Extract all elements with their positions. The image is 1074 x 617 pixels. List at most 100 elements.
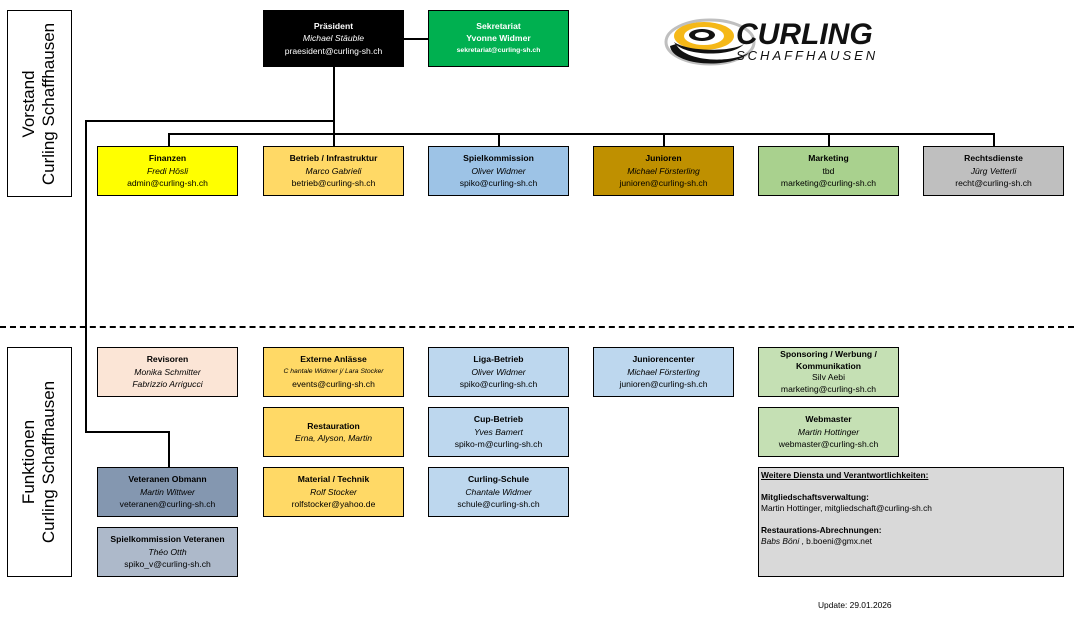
role-title: Material / Technik [297,474,370,485]
role-title: Webmaster [805,414,852,425]
email: junioren@curling-sh.ch [619,379,708,390]
role-title: Veteranen Obmann [128,474,207,485]
box-sponsoring: Sponsoring / Werbung / Kommunikation Sil… [758,347,899,397]
email: events@curling-sh.ch [292,379,375,390]
connector-left-vertical [85,120,87,432]
weitere-heading: Weitere Diensta und Verantwortlichkeiten… [761,470,929,480]
box-cup-betrieb: Cup-Betrieb Yves Bamert spiko-m@curling-… [428,407,569,457]
person-name: Silv Aebi [812,372,845,382]
box-veteranen-obmann: Veteranen Obmann Martin Wittwer veterane… [97,467,238,517]
box-sekretariat: Sekretariat Yvonne Widmer sekretariat@cu… [428,10,569,67]
role-title: Cup-Betrieb [473,414,524,425]
box-finanzen: Finanzen Fredi Hösli admin@curling-sh.ch [97,146,238,196]
role-title: Revisoren [146,354,189,365]
funktionen-label-line2: Curling Schaffhausen [39,380,59,544]
person-name: Michael Försterling [627,366,700,377]
box-rechtsdienste: Rechtsdienste Jürg Vetterli recht@curlin… [923,146,1064,196]
email: marketing@curling-sh.ch [780,383,877,394]
box-material-technik: Material / Technik Rolf Stocker rolfstoc… [263,467,404,517]
restaurations-email: , b.boeni@gmx.net [799,536,872,546]
role-title: Rechtsdienste [964,153,1023,164]
email: marketing@curling-sh.ch [780,178,877,189]
box-spielkommission: Spielkommission Oliver Widmer spiko@curl… [428,146,569,196]
update-date: Update: 29.01.2026 [818,600,892,610]
mitglied-label: Mitgliedschaftsverwaltung: [761,492,869,502]
role-title: Externe Anlässe [300,354,367,365]
person-name: Yves Bamert [474,426,523,437]
email: veteranen@curling-sh.ch [119,499,216,510]
role-title: Liga-Betrieb [473,354,524,365]
box-curling-schule: Curling-Schule Chantale Widmer schule@cu… [428,467,569,517]
person-name: Martin Wittwer [140,486,195,497]
person-name: Monika Schmitter [134,366,201,377]
box-revisoren: Revisoren Monika Schmitter Fabrizzio Arr… [97,347,238,397]
person-name: Yvonne Widmer [466,33,531,44]
email: praesident@curling-sh.ch [284,45,383,56]
person-name: Jürg Vetterli [970,165,1017,176]
connector-drop-spiko [498,133,500,147]
role-title: Marketing [808,153,849,164]
connector-drop-junioren [663,133,665,147]
connector-drop-finanzen [168,133,170,147]
person-name: Martin Hottinger [797,426,860,437]
email: recht@curling-sh.ch [955,178,1032,189]
role-title: Sponsoring / Werbung / Kommunikation [780,349,877,371]
box-marketing: Marketing tbd marketing@curling-sh.ch [758,146,899,196]
email: spiko@curling-sh.ch [459,379,538,390]
email: spiko-m@curling-sh.ch [454,439,543,450]
role-title: Betrieb / Infrastruktur [289,153,378,164]
connector-left-branch [85,120,334,122]
role-title: Spielkommission Veteranen [110,534,225,545]
mitglied-value: Martin Hottinger, mitgliedschaft@curling… [761,503,932,513]
curling-stone-swirl-icon: CURLING SCHAFFHAUSEN [664,18,878,66]
person-name: Erna, Alyson, Martin [294,433,373,443]
person-name: Théo Otth [148,546,187,557]
logo-word: CURLING [736,18,873,51]
curling-schaffhausen-logo: CURLING SCHAFFHAUSEN [662,8,897,70]
email: betrieb@curling-sh.ch [291,178,376,189]
restaurations-name: Babs Böni [761,536,800,546]
person-name: tbd [822,165,835,176]
person-name: Rolf Stocker [310,486,357,497]
role-title: Juniorencenter [632,354,695,365]
connector-drop-recht [993,133,995,147]
person-name-2: Fabrizzio Arrigucci [132,379,203,390]
box-webmaster: Webmaster Martin Hottinger webmaster@cur… [758,407,899,457]
email: rolfstocker@yahoo.de [291,499,376,510]
box-praesident: Präsident Michael Stäuble praesident@cur… [263,10,404,67]
email: spiko_v@curling-sh.ch [124,559,211,570]
role-title: Curling-Schule [467,474,530,485]
person-name: Michael Stäuble [302,33,365,44]
email: sekretariat@curling-sh.ch [456,46,541,54]
box-externe-anlaesse: Externe Anlässe C hantale Widmer j/ Lara… [263,347,404,397]
funktionen-label-line1: Funktionen [19,419,39,505]
person-name: C hantale Widmer j/ Lara Stocker [283,367,384,375]
person-name: Oliver Widmer [471,366,526,377]
box-juniorencenter: Juniorencenter Michael Försterling junio… [593,347,734,397]
box-betrieb-infrastruktur: Betrieb / Infrastruktur Marco Gabrieli b… [263,146,404,196]
connector-praesident-sekretariat [403,38,429,40]
person-name: Oliver Widmer [471,165,526,176]
box-spielkommission-veteranen: Spielkommission Veteranen Théo Otth spik… [97,527,238,577]
email: webmaster@curling-sh.ch [778,439,879,450]
email: spiko@curling-sh.ch [459,178,538,189]
connector-veteranen-horizontal [85,431,169,433]
box-liga-betrieb: Liga-Betrieb Oliver Widmer spiko@curling… [428,347,569,397]
section-divider [0,326,1074,328]
connector-praesident-down [333,67,335,147]
connector-vorstand-bus [168,133,994,135]
person-name: Marco Gabrieli [305,165,362,176]
vorstand-label-line2: Curling Schaffhausen [39,22,59,185]
email: admin@curling-sh.ch [127,178,208,189]
box-weitere-dienste: Weitere Diensta und Verantwortlichkeiten… [758,467,1064,577]
role-title: Spielkommission [463,153,534,164]
person-name: Chantale Widmer [465,486,532,497]
role-title: Präsident [313,20,354,31]
role-title: Finanzen [148,153,187,164]
logo-sub: SCHAFFHAUSEN [736,48,878,63]
vorstand-label-line1: Vorstand [19,69,39,138]
role-title: Junioren [645,153,682,164]
connector-veteranen-drop [168,431,170,467]
connector-drop-marketing [828,133,830,147]
